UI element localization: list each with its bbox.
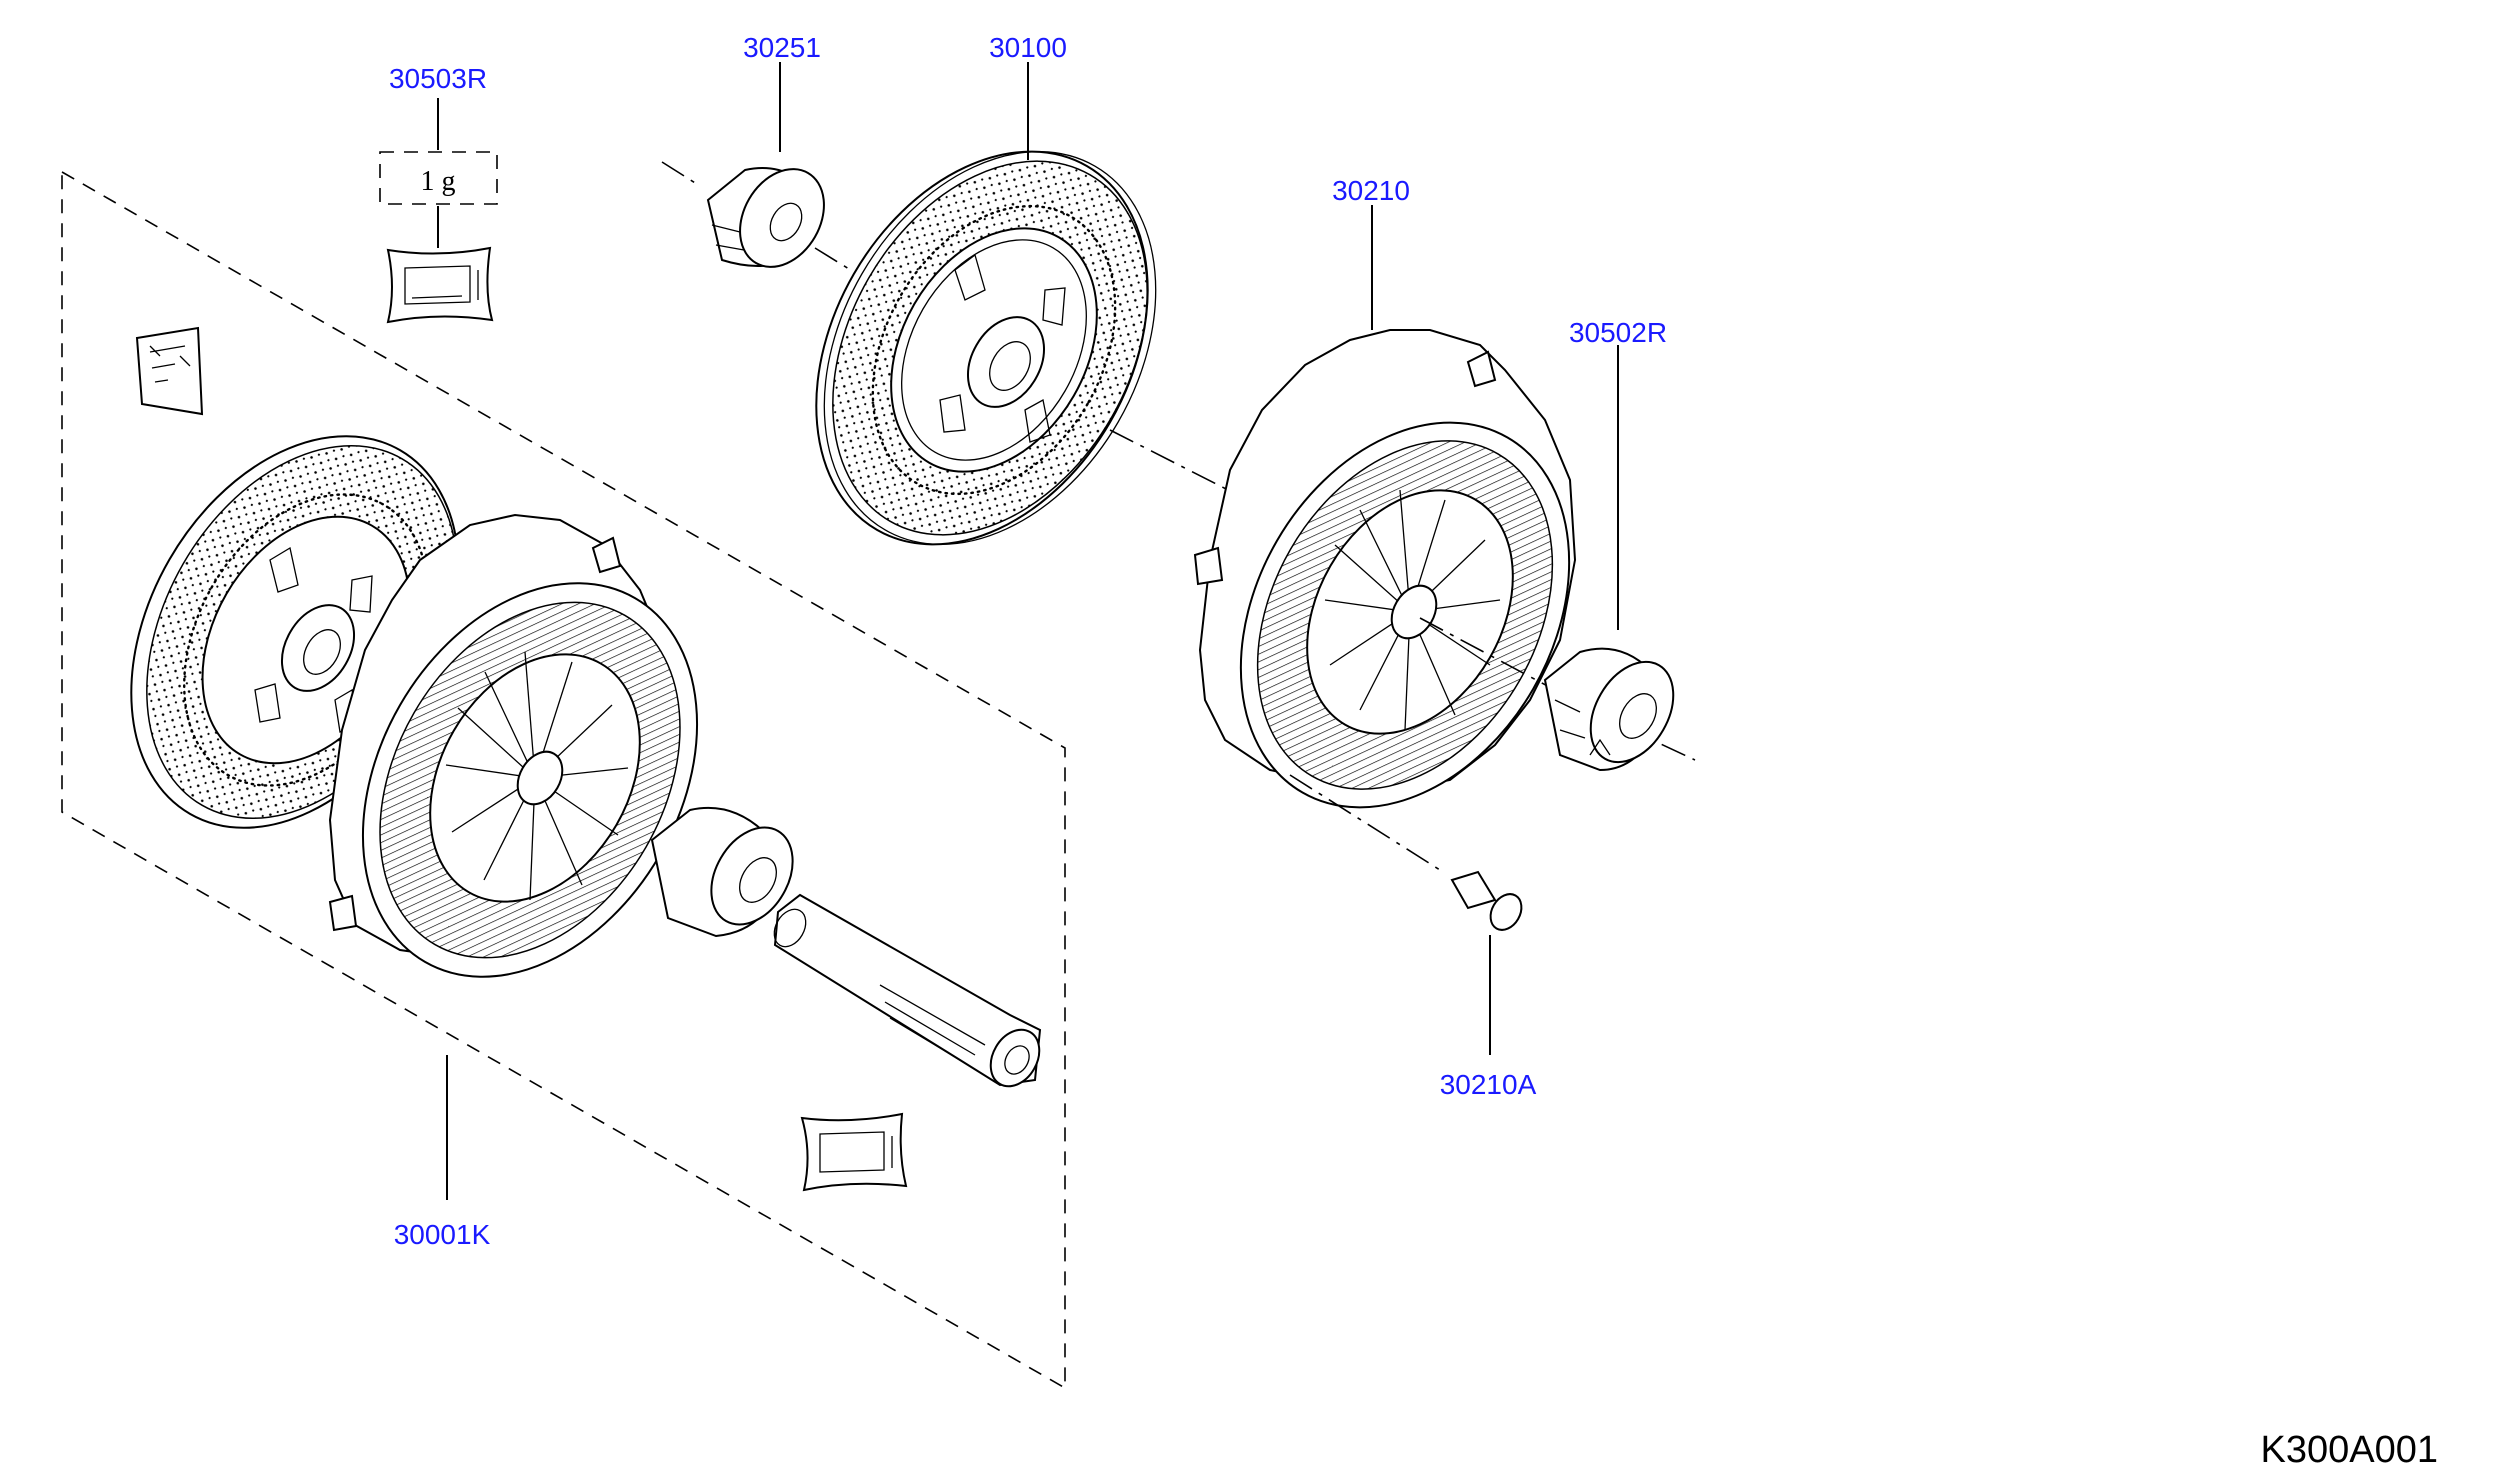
clutch-kit-boundary [61,170,1066,1390]
kit-grease-sachet-icon [800,1112,908,1192]
callout-30100[interactable]: 30100 [989,32,1067,63]
diagram-code: K300A001 [2261,1429,2439,1471]
callout-30001K[interactable]: 30001K [394,1219,491,1250]
callout-30502R[interactable]: 30502R [1569,317,1667,348]
instruction-leaflet-icon [135,326,204,416]
grease-quantity-label: 1 g [421,166,456,197]
callout-30503R[interactable]: 30503R [389,63,487,94]
kit-clutch-cover [328,513,699,978]
callout-30251[interactable]: 30251 [743,32,821,63]
clutch-cover [1193,329,1577,809]
callout-30210[interactable]: 30210 [1332,175,1410,206]
release-bearing-right [1543,647,1675,772]
kit-release-bearing [650,806,794,938]
clutch-cover-bolt [1289,774,1523,931]
clutch-disc [815,150,1157,546]
leader-lines [437,62,1619,1200]
callout-30210A[interactable]: 30210A [1440,1069,1537,1100]
assembly-axis-upper [1109,429,1233,493]
grease-quantity-box: 1 g [379,151,498,205]
kit-alignment-tool [773,893,1042,1088]
grease-sachet-icon [386,246,494,324]
release-bearing [661,161,876,286]
